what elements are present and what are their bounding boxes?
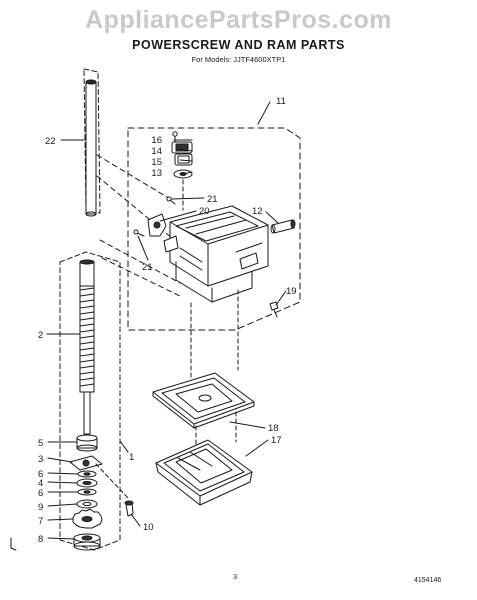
callout-6-upper: 6	[38, 469, 43, 480]
callout-10: 10	[143, 522, 154, 533]
callout-11: 11	[276, 96, 286, 107]
callout-8: 8	[38, 534, 43, 545]
part-12-roller	[270, 219, 296, 234]
callout-22: 22	[45, 136, 56, 147]
callout-14: 14	[151, 146, 162, 157]
callout-13: 13	[151, 168, 162, 179]
part-1-outline	[59, 251, 121, 551]
model-subtitle: For Models: JJTF4600XTP1	[191, 55, 286, 64]
callout-18: 18	[268, 423, 279, 434]
callout-7: 7	[38, 516, 43, 527]
callout-17: 17	[271, 435, 282, 446]
callout-16: 16	[151, 135, 162, 146]
callout-6-lower: 6	[38, 488, 43, 499]
callout-5: 5	[38, 438, 43, 449]
part-22-rod	[83, 68, 101, 217]
part-10-screw	[95, 463, 134, 517]
watermark: AppliancePartsPros.com	[85, 6, 392, 34]
page-number: 3	[233, 572, 238, 581]
callout-4: 4	[38, 478, 43, 489]
callout-3: 3	[38, 454, 43, 465]
callout-2: 2	[38, 330, 43, 341]
part-19-screw	[269, 301, 279, 318]
callout-20: 20	[199, 206, 210, 217]
callout-1: 1	[129, 452, 134, 463]
lower-component-stack	[69, 434, 103, 551]
callout-19: 19	[286, 286, 297, 297]
callout-12: 12	[252, 206, 263, 217]
callout-21-upper: 21	[207, 194, 218, 205]
part-2-powerscrew	[79, 259, 95, 435]
document-number: 4154146	[414, 577, 442, 584]
ram-housing	[163, 205, 269, 303]
part-18-plate	[152, 372, 255, 429]
part-20-bracket	[133, 196, 176, 237]
part-17-ram-pan	[155, 439, 253, 506]
page-title: POWERSCREW AND RAM PARTS	[132, 38, 345, 52]
callout-9: 9	[38, 502, 43, 513]
callout-15: 15	[151, 157, 162, 168]
callout-21-lower: 21	[142, 262, 153, 273]
